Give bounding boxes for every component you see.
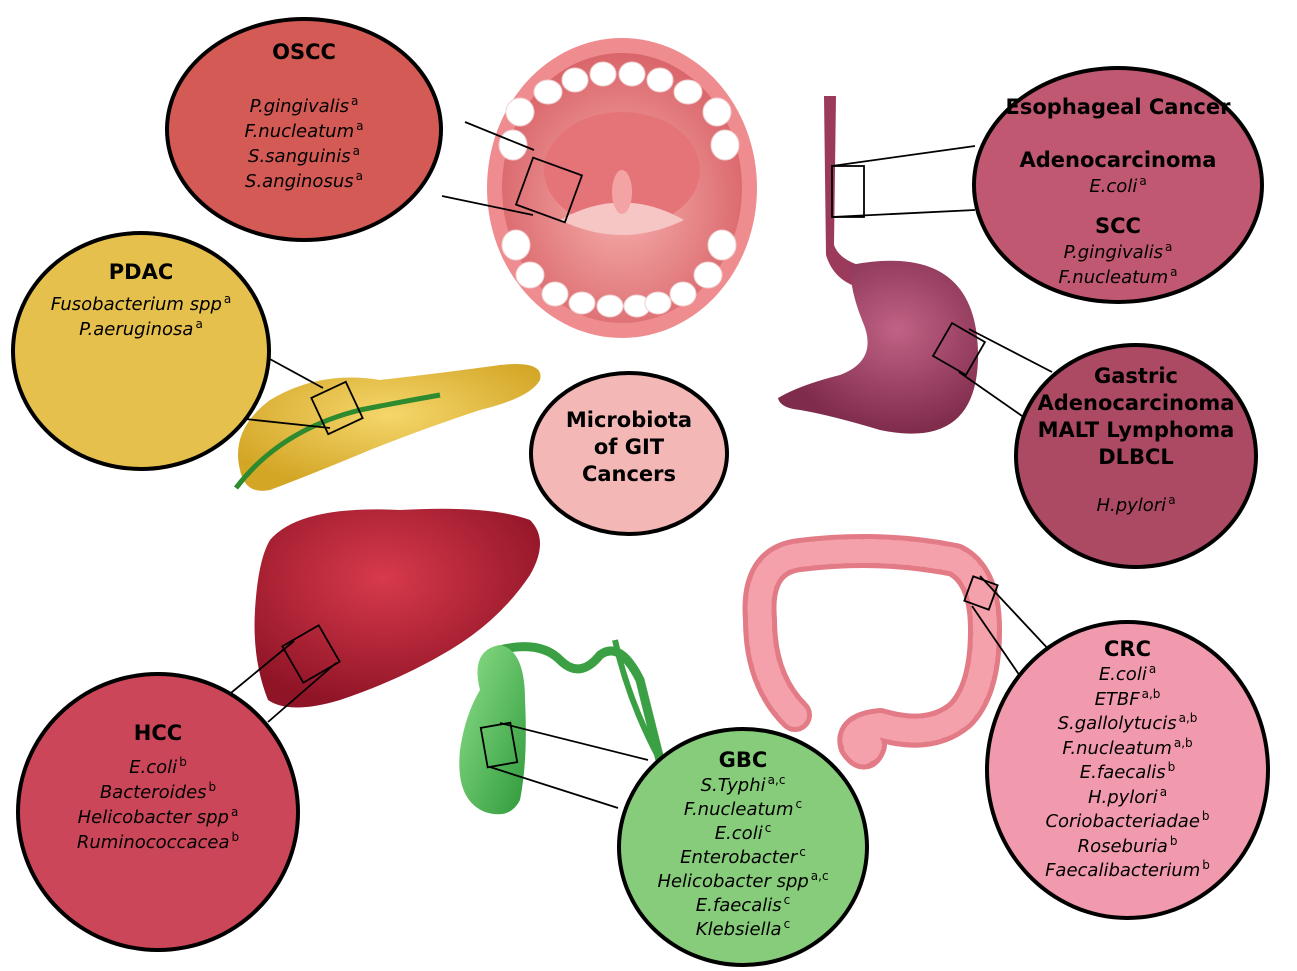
pancreas-illustration bbox=[236, 364, 541, 491]
gastric-title-1: Gastric bbox=[1094, 363, 1178, 390]
center-line-1: Microbiota bbox=[566, 407, 692, 434]
stomach-illustration bbox=[778, 96, 978, 434]
mouth-illustration bbox=[487, 38, 757, 338]
gbc-title: GBC bbox=[719, 747, 768, 774]
center-bubble: Microbiota of GIT Cancers bbox=[529, 371, 729, 536]
colon-illustration bbox=[760, 551, 986, 753]
adenocarcinoma-label: Adenocarcinoma bbox=[1020, 147, 1217, 174]
gastric-title-3: MALT Lymphoma bbox=[1038, 417, 1235, 444]
pdac-title: PDAC bbox=[109, 259, 174, 286]
gastric-title-2: Adenocarcinoma bbox=[1038, 390, 1235, 417]
center-line-2: of GIT bbox=[594, 434, 664, 461]
gastric-bubble: Gastric Adenocarcinoma MALT Lymphoma DLB… bbox=[1014, 343, 1258, 569]
hcc-title: HCC bbox=[134, 720, 182, 747]
center-line-3: Cancers bbox=[582, 461, 676, 488]
esophageal-title: Esophageal Cancer bbox=[1006, 94, 1231, 121]
crc-title: CRC bbox=[1104, 636, 1151, 663]
gastric-title-4: DLBCL bbox=[1098, 444, 1174, 471]
oscc-title: OSCC bbox=[272, 39, 336, 66]
scc-label: SCC bbox=[1095, 213, 1141, 240]
